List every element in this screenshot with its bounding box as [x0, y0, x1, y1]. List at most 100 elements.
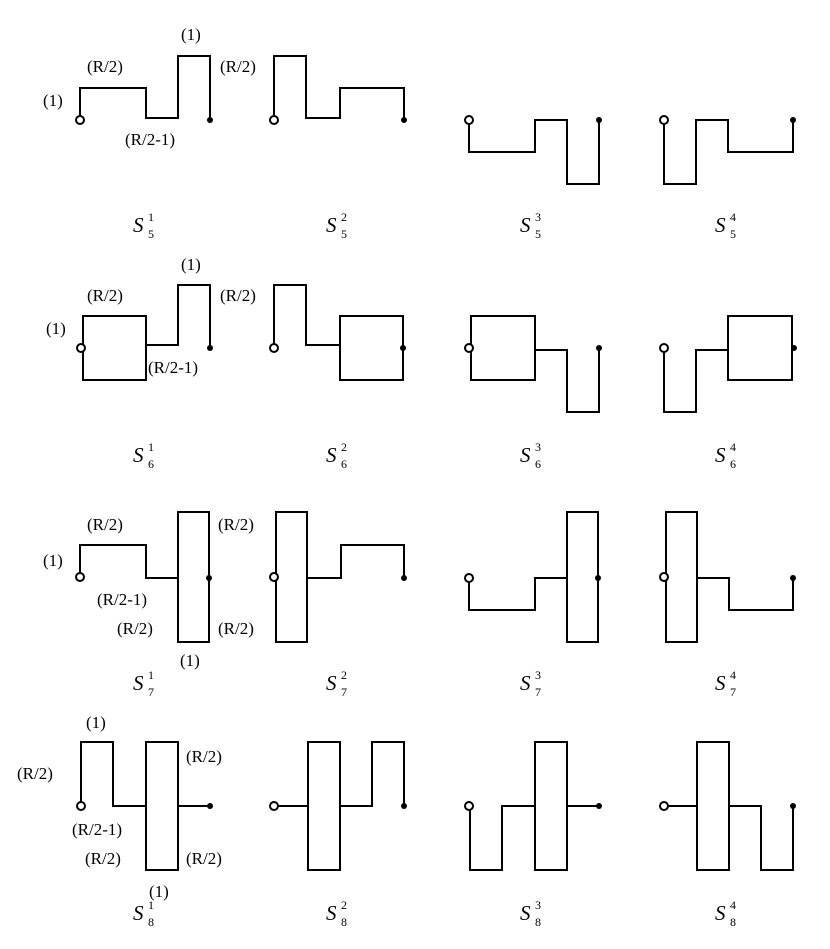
- waveform-s5-4: [663, 119, 794, 185]
- caption-symbol: S: [133, 443, 144, 467]
- waveform-s8-2: [307, 805, 341, 871]
- diagram-s6-3: [464, 315, 602, 413]
- caption-subscript: 6: [535, 457, 541, 471]
- caption-superscript: 2: [341, 210, 347, 224]
- waveform-s5-3: [468, 119, 600, 185]
- label-half: (R/2): [17, 764, 53, 783]
- diagram-s6-2: (R/2): [220, 284, 406, 381]
- caption-superscript: 4: [730, 440, 736, 454]
- caption-subscript: 7: [341, 685, 347, 699]
- diagram-s5-2: (R/2): [220, 55, 407, 125]
- caption-s7-3: S 3 7: [520, 668, 541, 699]
- caption-superscript: 2: [341, 898, 347, 912]
- caption-s8-2: S 2 8: [326, 898, 347, 929]
- caption-s8-4: S 4 8: [715, 898, 736, 929]
- caption-superscript: 1: [148, 440, 154, 454]
- waveform-s7-3: [566, 577, 599, 643]
- caption-s6-3: S 3 6: [520, 440, 541, 471]
- caption-symbol: S: [520, 671, 531, 695]
- input-terminal: [464, 343, 474, 353]
- label-unit: (1): [181, 25, 201, 44]
- label-half: (R/2): [186, 849, 222, 868]
- waveform-s8-1: [145, 805, 179, 871]
- label-unit: (1): [149, 882, 169, 901]
- input-terminal: [464, 801, 474, 811]
- caption-subscript: 8: [535, 915, 541, 929]
- output-terminal: [207, 803, 213, 809]
- caption-symbol: S: [520, 213, 531, 237]
- diagram-s8-4: [659, 741, 796, 871]
- caption-symbol: S: [133, 671, 144, 695]
- label-half: (R/2): [87, 286, 123, 305]
- input-terminal: [269, 343, 279, 353]
- waveform-s6-4: [727, 315, 793, 349]
- waveform-s8-3: [534, 805, 568, 871]
- label-unit: (1): [43, 551, 63, 570]
- waveform-s8-3: [469, 805, 536, 871]
- caption-superscript: 2: [341, 440, 347, 454]
- waveform-s8-4: [696, 805, 730, 871]
- output-terminal: [596, 803, 602, 809]
- waveform-s8-1: [145, 741, 179, 807]
- waveform-s8-3: [534, 741, 568, 807]
- caption-symbol: S: [133, 213, 144, 237]
- input-terminal: [464, 573, 474, 583]
- waveform-s5-2: [273, 55, 405, 119]
- caption-superscript: 4: [730, 210, 736, 224]
- caption-s7-1: S 1 7: [133, 668, 154, 699]
- caption-superscript: 3: [535, 210, 541, 224]
- diagram-s5-3: [464, 115, 602, 185]
- waveform-s7-1: [177, 511, 210, 579]
- caption-symbol: S: [715, 443, 726, 467]
- input-terminal: [659, 572, 669, 582]
- label-half: (R/2): [218, 619, 254, 638]
- input-terminal: [659, 115, 669, 125]
- caption-superscript: 3: [535, 898, 541, 912]
- label-unit: (1): [180, 651, 200, 670]
- waveform-s6-3: [470, 315, 536, 349]
- waveform-s6-1: [145, 284, 211, 349]
- label-half-minus-one: (R/2-1): [125, 130, 175, 149]
- label-half: (R/2): [87, 515, 123, 534]
- caption-s5-4: S 4 5: [715, 210, 736, 241]
- caption-s5-1: S 1 5: [133, 210, 154, 241]
- caption-symbol: S: [326, 443, 337, 467]
- input-terminal: [659, 343, 669, 353]
- waveform-s6-2: [273, 284, 341, 349]
- caption-superscript: 3: [535, 668, 541, 682]
- waveform-s6-3: [534, 347, 600, 413]
- output-terminal: [401, 575, 407, 581]
- waveform-s7-1: [79, 544, 179, 579]
- label-half-minus-one: (R/2-1): [97, 590, 147, 609]
- waveform-s6-1: [82, 315, 147, 349]
- waveform-s7-4: [665, 511, 698, 579]
- label-half: (R/2): [87, 57, 123, 76]
- label-unit: (1): [86, 713, 106, 732]
- caption-subscript: 6: [341, 457, 347, 471]
- waveform-s7-4: [696, 577, 794, 611]
- caption-symbol: S: [520, 901, 531, 925]
- output-terminal: [790, 575, 796, 581]
- waveform-s7-2: [275, 577, 308, 643]
- label-half: (R/2): [117, 619, 153, 638]
- output-terminal: [790, 117, 796, 123]
- waveform-s7-3: [468, 577, 568, 611]
- caption-symbol: S: [715, 901, 726, 925]
- label-half-minus-one: (R/2-1): [148, 358, 198, 377]
- caption-superscript: 1: [148, 210, 154, 224]
- caption-superscript: 4: [730, 668, 736, 682]
- label-unit: (1): [181, 255, 201, 274]
- output-terminal: [206, 575, 212, 581]
- caption-symbol: S: [520, 443, 531, 467]
- waveform-s6-4: [663, 349, 729, 413]
- input-terminal: [269, 801, 279, 811]
- caption-s6-1: S 1 6: [133, 440, 154, 471]
- caption-subscript: 5: [148, 227, 154, 241]
- diagram-s7-4: [659, 511, 796, 643]
- caption-subscript: 7: [535, 685, 541, 699]
- diagram-s7-1: (1) (R/2) (R/2-1) (R/2) (1): [43, 511, 212, 670]
- input-terminal: [464, 115, 474, 125]
- diagram-s8-3: [464, 741, 602, 871]
- diagram-s8-2: [269, 741, 407, 871]
